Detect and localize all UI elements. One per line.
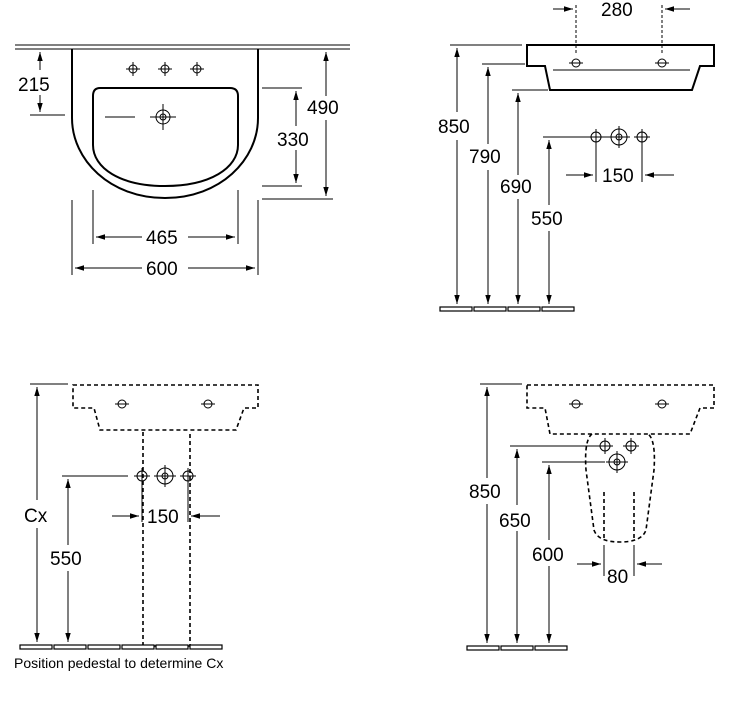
label-215: 215	[18, 75, 50, 96]
wall-line	[15, 44, 350, 50]
label-550: 550	[531, 209, 563, 230]
dim-550: 550	[50, 475, 128, 642]
supply-connections-icon	[588, 126, 650, 182]
dim-330: 330	[262, 87, 309, 187]
dim-790: 790	[469, 63, 525, 304]
label-690: 690	[500, 177, 532, 198]
dim-150: 150	[112, 507, 220, 528]
floor-line	[439, 306, 575, 312]
supply-connections-icon	[597, 438, 639, 473]
dim-600: 600	[71, 200, 259, 280]
floor-line	[19, 644, 223, 650]
dim-490: 490	[262, 52, 339, 200]
basin-dashed-outline	[526, 384, 715, 435]
label-650: 650	[499, 511, 531, 532]
pedestal-dashed-outline	[142, 432, 191, 647]
caption: Position pedestal to determine Cx	[14, 655, 223, 671]
dim-690: 690	[500, 89, 548, 304]
dim-80: 80	[577, 545, 662, 588]
supply-connections-icon	[134, 465, 196, 522]
basin-dashed-outline	[72, 384, 259, 431]
dim-150: 150	[566, 166, 674, 187]
label-550: 550	[50, 549, 82, 570]
label-465: 465	[146, 228, 178, 249]
top-plan-view: 215 490 330 465	[15, 44, 350, 280]
bowl-outline	[92, 87, 239, 188]
tap-hole-icon	[126, 62, 204, 76]
pedestal-view: Cx 550 150 Position pedestal to determin…	[14, 383, 259, 671]
semi-pedestal-view: 850 650 600 80	[466, 383, 715, 651]
side-elevation-view: 280 850 790 690	[438, 0, 715, 312]
label-600: 600	[146, 259, 178, 280]
dim-850: 850	[438, 44, 522, 304]
dim-550: 550	[531, 136, 610, 304]
dim-215: 215	[18, 52, 65, 116]
tap-hole-icon	[115, 399, 215, 409]
label-790: 790	[469, 147, 501, 168]
drain-icon	[105, 104, 176, 130]
basin-profile	[526, 44, 715, 91]
basin-outline	[71, 49, 259, 200]
label-80: 80	[607, 567, 628, 588]
label-850: 850	[469, 482, 501, 503]
dim-465: 465	[92, 190, 239, 249]
dim-600: 600	[532, 461, 605, 643]
semi-pedestal-dashed-outline	[584, 433, 656, 543]
dim-650: 650	[499, 445, 598, 643]
label-850: 850	[438, 117, 470, 138]
label-150: 150	[147, 507, 179, 528]
tap-hole-icon	[569, 5, 669, 68]
floor-line	[466, 645, 568, 651]
label-cx: Cx	[24, 506, 48, 527]
dim-850: 850	[469, 383, 522, 643]
label-330: 330	[277, 130, 309, 151]
dim-280: 280	[553, 0, 690, 21]
tap-hole-icon	[569, 399, 669, 409]
dim-cx: Cx	[24, 383, 68, 642]
label-600: 600	[532, 545, 564, 566]
label-280: 280	[601, 0, 633, 21]
label-490: 490	[307, 98, 339, 119]
label-150: 150	[602, 166, 634, 187]
